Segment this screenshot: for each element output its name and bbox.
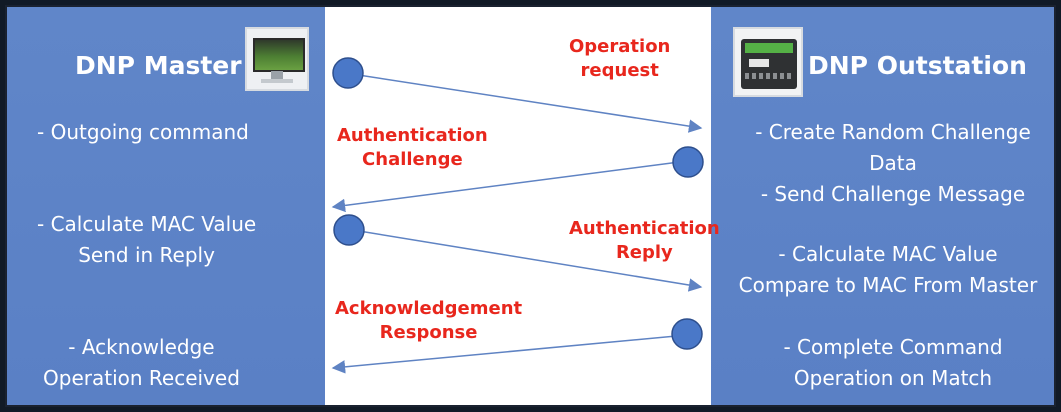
operation-request-arrow bbox=[351, 73, 703, 133]
outstation-step-send-challenge: - Send Challenge Message bbox=[733, 179, 1053, 210]
outstation-step-compare-mac: - Calculate MAC Value Compare to MAC Fro… bbox=[723, 239, 1053, 301]
step-line: Compare to MAC From Master bbox=[738, 273, 1038, 297]
msg-line: Response bbox=[379, 322, 478, 343]
step-line: - Acknowledge bbox=[68, 335, 215, 359]
authentication-reply-arrow bbox=[352, 229, 703, 292]
master-panel: DNP Master - Outgoing command - Calculat… bbox=[7, 7, 325, 405]
rtu-device-icon bbox=[733, 27, 803, 97]
authentication-challenge-label: Authentication Challenge bbox=[337, 124, 488, 172]
master-title: DNP Master bbox=[75, 51, 242, 80]
outstation-panel: DNP Outstation - Create Random Challenge… bbox=[711, 7, 1054, 405]
outstation-node-1 bbox=[672, 146, 704, 178]
master-node-1 bbox=[332, 57, 364, 89]
msg-line: Challenge bbox=[362, 149, 463, 170]
msg-line: Reply bbox=[615, 242, 673, 263]
msg-line: request bbox=[580, 60, 659, 81]
step-line: Operation on Match bbox=[793, 366, 993, 390]
master-node-2 bbox=[333, 214, 365, 246]
step-line: - Outgoing command bbox=[37, 120, 249, 144]
step-line: - Calculate MAC Value bbox=[778, 242, 998, 266]
step-line: - Complete Command bbox=[783, 335, 1003, 359]
msg-line: Authentication bbox=[569, 218, 720, 239]
step-line: - Send Challenge Message bbox=[760, 182, 1026, 206]
master-step-outgoing-command: - Outgoing command bbox=[37, 117, 249, 148]
outstation-node-2 bbox=[671, 318, 703, 350]
message-flows bbox=[331, 57, 704, 374]
msg-line: Acknowledgement bbox=[335, 298, 523, 319]
msg-line: Authentication bbox=[337, 125, 488, 146]
authentication-challenge-arrow bbox=[331, 160, 688, 213]
computer-monitor-icon bbox=[245, 27, 309, 91]
step-line: Operation Received bbox=[43, 366, 240, 390]
outstation-title: DNP Outstation bbox=[808, 51, 1027, 80]
master-step-calculate-mac: - Calculate MAC Value Send in Reply bbox=[37, 209, 256, 271]
operation-request-label: Operation request bbox=[569, 35, 670, 83]
acknowledgement-response-label: Acknowledgement Response bbox=[335, 297, 522, 345]
step-line: - Create Random Challenge bbox=[755, 120, 1031, 144]
acknowledgement-response-arrow bbox=[331, 334, 688, 374]
outstation-step-create-challenge: - Create Random Challenge Data bbox=[733, 117, 1053, 179]
diagram-frame: DNP Master - Outgoing command - Calculat… bbox=[5, 5, 1056, 407]
step-line: Data bbox=[869, 151, 917, 175]
step-line: - Calculate MAC Value bbox=[37, 212, 257, 236]
step-line: Send in Reply bbox=[78, 243, 215, 267]
authentication-reply-label: Authentication Reply bbox=[569, 217, 720, 265]
msg-line: Operation bbox=[569, 36, 671, 57]
master-step-acknowledge: - Acknowledge Operation Received bbox=[43, 332, 240, 394]
outstation-step-complete-command: - Complete Command Operation on Match bbox=[733, 332, 1053, 394]
